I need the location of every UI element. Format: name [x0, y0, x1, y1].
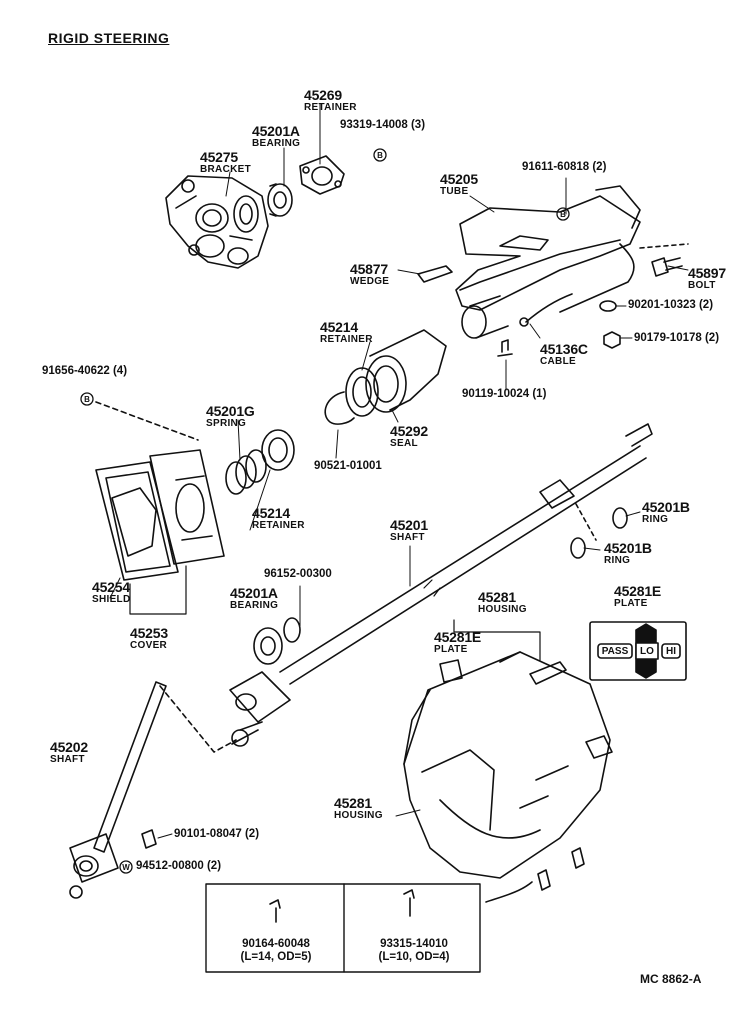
dashed-leader-91656 — [95, 401, 199, 441]
washer-w-marker — [119, 860, 133, 874]
label-45201g: 45201G SPRING — [206, 403, 255, 429]
label-45281-housing-top: 45281 HOUSING — [478, 589, 527, 615]
label-45214-top: 45214 RETAINER — [320, 319, 373, 345]
ref-90521: 90521-01001 — [314, 460, 382, 472]
plate-badge-lo: LO — [640, 645, 654, 657]
housing-leader — [453, 619, 541, 661]
b-marker-circles — [80, 148, 570, 406]
b-marker-91656: B — [84, 394, 90, 404]
cover-group-bracket — [129, 565, 187, 615]
dashed-leader-lower-shaft — [159, 685, 237, 753]
label-45253: 45253 COVER — [130, 625, 168, 651]
bracket-45275-drawing — [165, 175, 269, 269]
w-marker-94512: W — [122, 862, 130, 872]
label-45202: 45202 SHAFT — [50, 739, 88, 765]
nut-90179-drawing — [603, 331, 621, 349]
ref-90101: 90101-08047 (2) — [174, 828, 260, 840]
b-marker-91611: B — [560, 209, 566, 219]
snap-ring-90521-drawing — [324, 391, 355, 425]
screw-90119-drawing — [497, 339, 513, 357]
label-45201-shaft: 45201 SHAFT — [390, 517, 428, 543]
label-45275: 45275 BRACKET — [200, 149, 251, 175]
retainer-45214-mid-drawing — [261, 429, 295, 471]
tube-45205-drawing — [455, 185, 641, 339]
ref-94512: 94512-00800 (2) — [136, 860, 222, 872]
ref-93319: 93319-14008 (3) — [340, 119, 426, 131]
ref-90201: 90201-10323 (2) — [628, 299, 714, 311]
ring-45201b-lower-drawing — [570, 537, 586, 559]
screw-small-2-drawing — [571, 847, 585, 869]
label-45214-mid: 45214 RETAINER — [252, 505, 305, 531]
cable-45136c-drawing — [519, 293, 573, 327]
plate-45281e-small-drawing — [439, 659, 463, 683]
label-45292: 45292 SEAL — [390, 423, 428, 449]
bearing-45201a-mid-drawing — [253, 617, 301, 665]
bearing-45201a-top-drawing — [267, 183, 293, 217]
screw-93315-drawing — [403, 889, 415, 917]
shield-45254-drawing — [95, 461, 179, 581]
dashed-leader-ring — [575, 503, 597, 541]
screw-90164-drawing — [269, 899, 281, 923]
screw-box-right: 93315-14010 (L=10, OD=4) — [378, 938, 450, 964]
label-45201b-upper: 45201B RING — [642, 499, 690, 525]
b-marker-93319: B — [377, 150, 383, 160]
lower-shaft-45202-drawing — [69, 681, 167, 899]
plate-45281e-right-drawing — [589, 621, 687, 681]
ref-96152: 96152-00300 — [264, 568, 332, 580]
plate-badge-hi: HI — [666, 645, 676, 657]
spring-45201g-drawing — [225, 449, 267, 495]
ref-91656: 91656-40622 (4) — [42, 365, 128, 377]
screw-box-frame — [205, 883, 481, 973]
footer-code: MC 8862-A — [640, 972, 702, 986]
ref-91611: 91611-60818 (2) — [522, 161, 607, 173]
label-45269: 45269 RETAINER — [304, 87, 357, 113]
label-45136c: 45136C CABLE — [540, 341, 588, 367]
arrow-to-box — [485, 881, 533, 903]
label-45281e-right: 45281E PLATE — [614, 583, 662, 609]
wedge-45877-drawing — [417, 265, 453, 283]
leader-lines — [109, 103, 689, 839]
universal-joint-drawing — [229, 671, 291, 747]
page-title: RIGID STEERING — [48, 30, 170, 46]
label-45254: 45254 SHIELD — [92, 579, 131, 605]
washer-90201-drawing — [599, 300, 617, 312]
label-45201b-lower: 45201B RING — [604, 540, 652, 566]
seal-45292-drawing — [365, 329, 447, 413]
screw-box-left: 90164-60048 (L=14, OD=5) — [240, 938, 312, 964]
label-45281-housing-bot: 45281 HOUSING — [334, 795, 383, 821]
retainer-45269-drawing — [299, 155, 345, 195]
screw-small-1-drawing — [537, 869, 551, 891]
label-45281e-left: 45281E PLATE — [434, 629, 482, 655]
ref-90119: 90119-10024 (1) — [462, 388, 547, 400]
bolt-45897-drawing — [639, 243, 689, 277]
retainer-45214-top-drawing — [345, 367, 379, 417]
ring-45201b-upper-drawing — [612, 507, 628, 529]
label-45201a-mid: 45201A BEARING — [230, 585, 279, 611]
bolt-90101-drawing — [141, 829, 157, 849]
label-45201a-top: 45201A BEARING — [252, 123, 301, 149]
housing-45281-drawing — [403, 651, 613, 879]
label-45877: 45877 WEDGE — [350, 261, 390, 287]
label-45205: 45205 TUBE — [440, 171, 478, 197]
ref-90179: 90179-10178 (2) — [634, 332, 720, 344]
plate-badge-pass: PASS — [601, 645, 629, 657]
cover-45253-drawing — [149, 449, 225, 565]
label-45897: 45897 BOLT — [688, 265, 726, 291]
main-shaft-45201-drawing — [279, 423, 653, 685]
